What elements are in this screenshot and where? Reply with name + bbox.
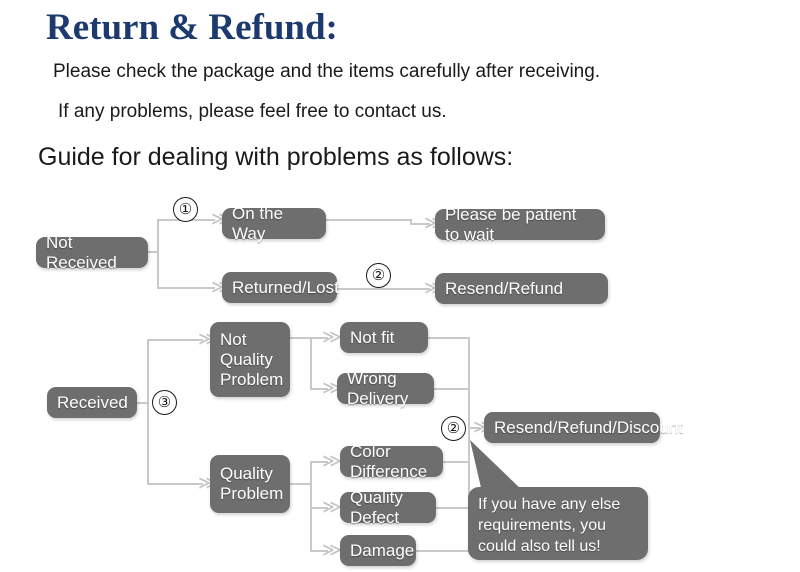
connector-not-quality-vertical bbox=[310, 337, 312, 390]
node-not-fit[interactable]: Not fit bbox=[340, 322, 428, 353]
node-quality-defect[interactable]: Quality Defect bbox=[340, 488, 436, 527]
arrow-to-color-difference: ≫ bbox=[322, 450, 342, 472]
node-not-received[interactable]: Not Received bbox=[36, 233, 148, 272]
connector-quality-right bbox=[290, 483, 312, 485]
step-marker-2-top: ② bbox=[366, 263, 391, 288]
intro-line-2: If any problems, please feel free to con… bbox=[58, 101, 447, 122]
connector-split-vertical-bottom bbox=[147, 339, 149, 485]
connector-quality-defect-merge bbox=[436, 507, 470, 509]
node-color-difference[interactable]: Color Difference bbox=[340, 442, 443, 481]
intro-line-1: Please check the package and the items c… bbox=[53, 61, 601, 82]
arrow-to-not-fit: ≫ bbox=[322, 326, 342, 348]
speech-bubble-tail bbox=[470, 440, 524, 492]
connector-color-difference-merge bbox=[443, 461, 470, 463]
arrow-to-quality-defect: ≫ bbox=[322, 496, 342, 518]
node-returned-lost[interactable]: Returned/Lost bbox=[222, 272, 339, 303]
step-marker-2-bottom: ② bbox=[441, 416, 466, 441]
connector-split-to-not-quality bbox=[147, 339, 203, 341]
connector-to-wrong-delivery bbox=[310, 388, 328, 390]
connector-to-please-wait bbox=[410, 223, 430, 225]
guide-heading: Guide for dealing with problems as follo… bbox=[38, 143, 514, 171]
arrow-to-wrong-delivery: ≫ bbox=[322, 377, 342, 399]
connector-split-to-returned-lost bbox=[157, 287, 215, 289]
connector-quality-vertical bbox=[310, 461, 312, 551]
node-please-be-patient-to-wait[interactable]: Please be patient to wait bbox=[435, 205, 605, 244]
speech-bubble-note: If you have any else requirements, you c… bbox=[468, 487, 648, 560]
node-wrong-delivery[interactable]: Wrong Delivery bbox=[337, 369, 434, 408]
connector-received-to-split bbox=[137, 402, 149, 404]
node-received[interactable]: Received bbox=[47, 387, 137, 418]
connector-merge-rail bbox=[468, 337, 470, 552]
connector-to-color-difference bbox=[310, 461, 328, 463]
node-resend-refund[interactable]: Resend/Refund bbox=[435, 273, 608, 304]
connector-split-vertical-top bbox=[157, 219, 159, 289]
step-marker-1: ① bbox=[173, 197, 198, 222]
connector-wrong-delivery-merge bbox=[434, 388, 470, 390]
step-marker-3: ③ bbox=[152, 390, 177, 415]
node-on-the-way[interactable]: On the Way bbox=[222, 204, 326, 243]
connector-on-the-way-vertical bbox=[410, 219, 412, 225]
connector-not-fit-merge bbox=[428, 337, 470, 339]
connector-to-damage bbox=[310, 550, 328, 552]
connector-to-not-fit bbox=[310, 337, 328, 339]
connector-merge-to-resend-discount bbox=[468, 427, 480, 429]
connector-on-the-way-right bbox=[326, 219, 412, 221]
page-title: Return & Refund: bbox=[46, 7, 338, 48]
connector-returned-lost-right bbox=[336, 288, 430, 290]
connector-damage-merge bbox=[416, 550, 470, 552]
connector-not-received-to-split bbox=[147, 251, 159, 253]
arrow-to-damage: ≫ bbox=[322, 539, 342, 561]
connector-to-quality-defect bbox=[310, 507, 328, 509]
node-damage[interactable]: Damage bbox=[340, 535, 416, 566]
connector-not-quality-right bbox=[290, 337, 312, 339]
connector-split-to-quality bbox=[147, 483, 203, 485]
node-resend-refund-discount[interactable]: Resend/Refund/Discount bbox=[484, 412, 683, 443]
node-quality-problem[interactable]: Quality Problem bbox=[210, 455, 290, 513]
node-not-quality-problem[interactable]: Not Quality Problem bbox=[210, 322, 290, 397]
